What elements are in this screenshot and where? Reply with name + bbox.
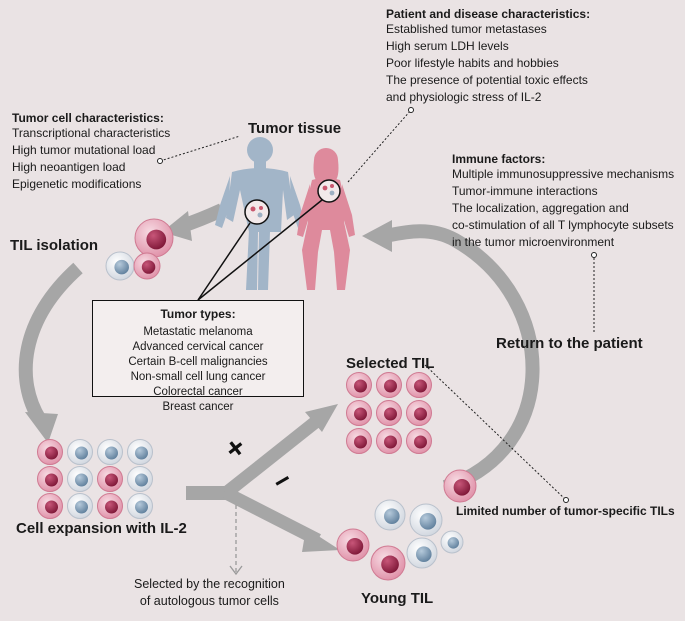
arrow-to-selected (221, 414, 323, 499)
tumor-cell-item: High neoantigen load (12, 160, 126, 174)
patient-characteristics: Patient and disease characteristics: Est… (386, 7, 590, 106)
expansion-cell (67, 466, 93, 492)
tumor-type-item: Advanced cervical cancer (132, 341, 264, 353)
selected-by-line-1: Selected by the recognition (134, 577, 285, 591)
selected-til-cell (406, 428, 432, 454)
tumor-type-item: Non-small cell lung cancer (130, 371, 266, 383)
immune-item: Tumor-immune interactions (452, 184, 598, 198)
expansion-cell (37, 439, 63, 465)
minus-sign: − (267, 463, 297, 498)
arrow-to-expansion (18, 262, 83, 424)
arrows (18, 203, 540, 546)
male-figure (215, 137, 305, 290)
selected-til-cell (376, 400, 402, 426)
tumor-type-item: Breast cancer (162, 401, 234, 413)
cell-expansion-label: Cell expansion with IL-2 (16, 520, 187, 537)
expansion-cell (97, 439, 123, 465)
plus-sign: + (219, 430, 253, 467)
female-figure (297, 148, 355, 290)
patient-item: Poor lifestyle habits and hobbies (386, 56, 559, 70)
selected-til-label: Selected TIL (346, 355, 435, 372)
expansion-cell (97, 493, 123, 519)
expansion-cell (37, 493, 63, 519)
dashed-arrowhead (229, 565, 243, 576)
immune-title: Immune factors (452, 152, 542, 166)
arrow-to-young (223, 487, 321, 546)
isolation-cell-pink (133, 252, 161, 280)
young-til-cell-blue (406, 537, 438, 569)
patient-item: and physiologic stress of IL-2 (386, 90, 542, 104)
selected-til-cell (376, 428, 402, 454)
leader-limited (424, 364, 567, 501)
leader-tumor-cell (159, 135, 241, 162)
young-til-label: Young TIL (361, 590, 434, 607)
patient-title: Patient and disease characteristics (386, 7, 587, 21)
arrowhead-young (302, 528, 340, 552)
selected-til-cell (346, 428, 372, 454)
selected-til-cell (376, 372, 402, 398)
young-til-cell-blue (374, 499, 406, 531)
young-til-cell-pink (336, 528, 370, 562)
young-til-cell-blue (409, 503, 443, 537)
expansion-cell (127, 466, 153, 492)
selected-by-label: Selected by the recognition of autologou… (134, 576, 285, 610)
isolation-cell-pink (134, 218, 174, 258)
arrowhead-selected (305, 404, 338, 432)
tumor-type-item: Certain B-cell malignancies (128, 356, 268, 368)
young-til-cell-pink (370, 545, 406, 581)
tumor-types-colon: : (231, 307, 236, 321)
tumor-types-box: Tumor types: Metastatic melanoma Advance… (92, 300, 304, 413)
arrow-return (383, 224, 540, 494)
tumor-cell-item: High tumor mutational load (12, 143, 156, 157)
tumor-magnifier-male (197, 199, 270, 301)
selected-by-line-2: of autologous tumor cells (139, 594, 279, 608)
patient-item: High serum LDH levels (386, 39, 509, 53)
expansion-cell (37, 466, 63, 492)
arrowheads (25, 211, 392, 552)
tumor-types-list: Metastatic melanoma Advanced cervical ca… (93, 325, 303, 415)
selected-til-cell (406, 372, 432, 398)
expansion-cell (127, 493, 153, 519)
leader-endpoints (157, 107, 597, 503)
tumor-type-item: Colorectal cancer (153, 386, 243, 398)
immune-factors: Immune factors: Multiple immunosuppressi… (452, 152, 674, 251)
patient-item: The presence of potential toxic effects (386, 73, 588, 87)
arrowhead-expansion (25, 412, 58, 443)
immune-item: co-stimulation of all T lymphocyte subse… (452, 218, 674, 232)
tumor-cell-colon: : (159, 111, 164, 125)
leader-patient (347, 109, 412, 183)
tumor-cell-characteristics: Tumor cell characteristics: Transcriptio… (12, 111, 170, 193)
selected-til-cell (406, 400, 432, 426)
immune-colon: : (541, 152, 546, 166)
immune-item: Multiple immunosuppressive mechanisms (452, 167, 675, 181)
arrowhead-return (362, 220, 392, 252)
til-isolation-label: TIL isolation (10, 237, 99, 254)
immune-item: in the tumor microenvironment (452, 235, 615, 249)
tumor-cell-title: Tumor cell characteristics (12, 111, 160, 125)
patient-item: Established tumor metastases (386, 22, 547, 36)
tumor-cell-item: Transcriptional characteristics (12, 126, 171, 140)
expansion-cell (127, 439, 153, 465)
selected-til-cell (346, 372, 372, 398)
expansion-cell (67, 493, 93, 519)
isolation-cell-blue (105, 251, 135, 281)
selected-til-cell (346, 400, 372, 426)
tumor-magnifier-female (197, 179, 341, 301)
limited-label: Limited number of tumor-specific TILs (456, 504, 675, 518)
tumor-types-title: Tumor types (160, 307, 232, 321)
patient-colon: : (586, 7, 591, 21)
expansion-cell (97, 466, 123, 492)
tumor-type-item: Metastatic melanoma (143, 326, 253, 338)
immune-item: The localization, aggregation and (452, 201, 629, 215)
tumor-cell-item: Epigenetic modifications (12, 177, 142, 191)
young-til-cell-blue (440, 530, 464, 554)
cell-groups (37, 218, 477, 581)
return-label: Return to the patient (496, 335, 643, 352)
tumor-tissue-label: Tumor tissue (248, 120, 342, 137)
expansion-cell (67, 439, 93, 465)
leader-lines (159, 109, 595, 501)
young-til-cell-pink (443, 469, 477, 503)
